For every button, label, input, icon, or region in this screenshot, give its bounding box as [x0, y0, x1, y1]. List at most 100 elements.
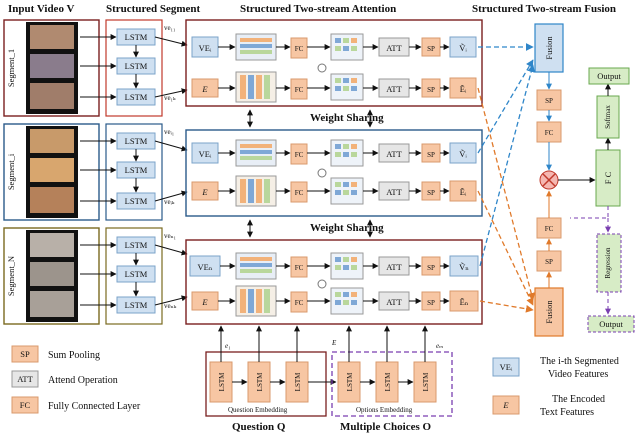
legend-ve-key: VEᵢ — [500, 362, 513, 372]
ve-box-i: VEᵢ — [199, 149, 212, 159]
sp-i-bottom: SP — [427, 189, 435, 197]
attention-block-i: VEᵢ E FC FC ATT ATT — [185, 129, 483, 217]
o-lstm-1: LSTM — [346, 372, 354, 391]
legend-sp-desc: Sum Pooling — [48, 350, 100, 361]
ve-top-1: ve₁₁ — [164, 24, 176, 32]
lstm-n-2: LSTM — [125, 269, 148, 279]
question-label: Question Q — [232, 421, 286, 433]
lstm-n-1: LSTM — [125, 240, 148, 250]
out-e-i: Ẽᵢ — [460, 187, 467, 197]
e-box-1: E — [201, 84, 208, 94]
e1-label: e₁ — [225, 342, 231, 350]
softmax-label: Softmax — [604, 105, 612, 129]
ve-bottom-1: ve₁ₖ — [164, 94, 176, 102]
options-embedding-label: Options Embedding — [356, 406, 413, 414]
legend: SP Sum Pooling ATT Attend Operation FC F… — [11, 345, 619, 418]
att-i-bottom: ATT — [386, 187, 402, 197]
header-structured-attention: Structured Two-stream Attention — [240, 3, 396, 15]
fusion-sp-top: SP — [545, 97, 553, 105]
e-box-n: E — [201, 297, 208, 307]
attention-block-n: VEₙ E FC FC ATT ATT — [185, 239, 483, 325]
o-lstm-2: LSTM — [384, 372, 392, 391]
fusion-top: Fusion — [544, 36, 554, 60]
ve-bottom-i: veᵢₖ — [164, 198, 175, 206]
out-e-n: Ẽₙ — [460, 297, 469, 307]
question-embedding-group: LSTM LSTM LSTM e₁ Question Embedding — [205, 325, 337, 417]
lstm-1-3: LSTM — [125, 92, 148, 102]
att-n-top: ATT — [386, 262, 402, 272]
choices-label: Multiple Choices O — [340, 421, 431, 433]
fusion-bottom: Fusion — [544, 300, 554, 324]
segment-group-1: Segment_1 LSTM LSTM LSTM ve₁₁ ve₁ₖ — [3, 19, 188, 117]
ve-box-1: VEᵢ — [199, 43, 212, 53]
weight-sharing-2: Weight Sharing — [310, 222, 384, 234]
o-lstm-3: LSTM — [422, 372, 430, 391]
fusion-fc-bottom: FC — [545, 225, 554, 233]
sp-n-top: SP — [427, 264, 435, 272]
header-structured-fusion: Structured Two-stream Fusion — [472, 3, 616, 15]
att-1-top: ATT — [386, 43, 402, 53]
sp-i-top: SP — [427, 151, 435, 159]
legend-e-key: E — [502, 400, 509, 410]
legend-e-desc1: The Encoded — [552, 394, 605, 405]
att-i-top: ATT — [386, 149, 402, 159]
legend-e-desc2: Text Features — [540, 407, 594, 418]
legend-ve-desc2: Video Features — [548, 369, 608, 380]
header-structured-segment: Structured Segment — [106, 3, 201, 15]
out-e-1: Ẽᵢ — [460, 84, 467, 94]
fusion-fc-top: FC — [545, 129, 554, 137]
q-lstm-1: LSTM — [218, 372, 226, 391]
segment-group-i: Segment_i LSTM LSTM LSTM veᵢ₁ veᵢₖ — [3, 123, 188, 221]
regression-label: Regression — [604, 247, 612, 279]
q-lstm-3: LSTM — [294, 372, 302, 391]
legend-ve-desc1: The i-th Segmented — [540, 356, 619, 367]
fc-1-top: FC — [295, 45, 304, 53]
legend-fc-desc: Fully Connected Layer — [48, 401, 141, 412]
e-box-i: E — [201, 187, 208, 197]
lstm-i-3: LSTM — [125, 196, 148, 206]
out-v-1: Ṽᵢ — [459, 43, 467, 53]
options-embedding-group: LSTM LSTM LSTM E eₘ Options Embedding — [331, 325, 453, 417]
ve-top-i: veᵢ₁ — [164, 128, 174, 136]
segment-label-i: Segment_i — [6, 153, 16, 190]
q-lstm-2: LSTM — [256, 372, 264, 391]
legend-sp-key: SP — [20, 349, 30, 359]
sp-1-top: SP — [427, 45, 435, 53]
output-top: Output — [597, 71, 621, 81]
legend-att-key: ATT — [17, 374, 33, 384]
out-v-i: Ṽᵢ — [459, 149, 467, 159]
segment-label-1: Segment_1 — [6, 49, 16, 87]
lstm-1-1: LSTM — [125, 32, 148, 42]
sp-1-bottom: SP — [427, 86, 435, 94]
fc-i-bottom: FC — [295, 189, 304, 197]
fc-big: F C — [603, 171, 613, 184]
fusion-sp-bottom: SP — [545, 258, 553, 266]
fc-n-bottom: FC — [295, 299, 304, 307]
segment-label-n: Segment_N — [6, 256, 16, 296]
fc-i-top: FC — [295, 151, 304, 159]
legend-att-desc: Attend Operation — [48, 375, 118, 386]
sp-n-bottom: SP — [427, 299, 435, 307]
ve-bottom-n: veₙₖ — [164, 302, 177, 310]
output-bottom: Output — [599, 319, 623, 329]
segment-group-n: Segment_N LSTM LSTM LSTM veₙ₁ veₙₖ — [3, 227, 188, 325]
att-n-bottom: ATT — [386, 297, 402, 307]
fc-1-bottom: FC — [295, 86, 304, 94]
eM-label: eₘ — [436, 342, 443, 350]
weight-sharing-1: Weight Sharing — [310, 112, 384, 124]
lstm-1-2: LSTM — [125, 61, 148, 71]
attention-block-1: VEᵢ E FC FC ATT ATT — [185, 19, 483, 107]
E-label: E — [331, 339, 337, 347]
lstm-i-1: LSTM — [125, 136, 148, 146]
legend-fc-key: FC — [20, 400, 31, 410]
att-1-bottom: ATT — [386, 84, 402, 94]
lstm-i-2: LSTM — [125, 165, 148, 175]
fc-n-top: FC — [295, 264, 304, 272]
header-input-video: Input Video V — [8, 3, 74, 15]
ve-top-n: veₙ₁ — [164, 232, 176, 240]
out-v-n: Ṽₙ — [459, 262, 469, 272]
ve-box-n: VEₙ — [197, 262, 212, 272]
lstm-n-3: LSTM — [125, 300, 148, 310]
question-embedding-label: Question Embedding — [228, 406, 288, 414]
